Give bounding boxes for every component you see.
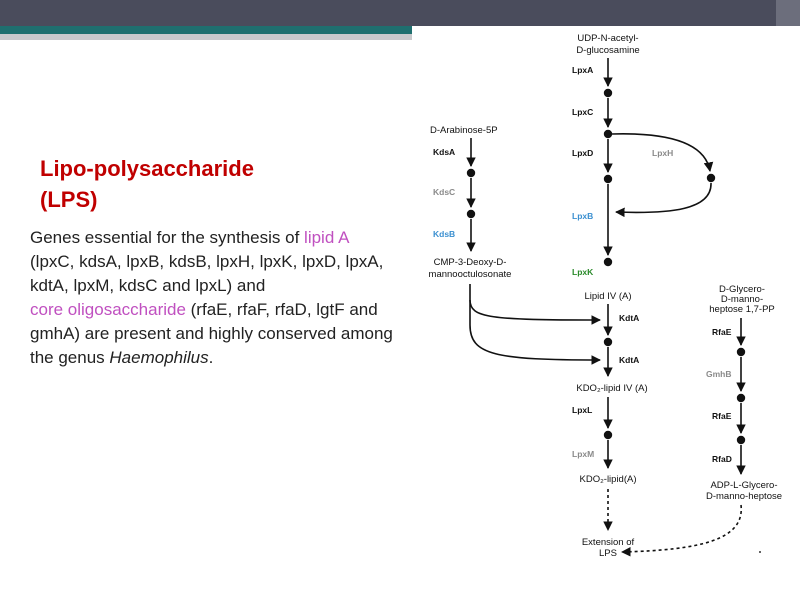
enzyme-lpxH: LpxH	[652, 148, 673, 158]
core-oligosaccharide-highlight: core oligosaccharide	[30, 300, 186, 319]
enzyme-lpxC: LpxC	[572, 107, 593, 117]
intermediate-dot	[603, 174, 613, 184]
adp-heptose-label-2: D-manno-heptose	[706, 491, 782, 502]
enzyme-gmhB: GmhB	[706, 369, 732, 379]
enzyme-lpxM: LpxM	[572, 449, 594, 459]
header-rule-shadow	[0, 34, 412, 40]
heptose-pp-label-1: D-Glycero-	[719, 284, 765, 295]
intermediate-dot	[603, 257, 613, 267]
adp-heptose-label-1: ADP-L-Glycero-	[710, 480, 777, 491]
kdo2-lipid-iv-label: KDO₂-lipid IV (A)	[576, 383, 647, 394]
slide-body: Genes essential for the synthesis of lip…	[30, 226, 400, 370]
enzyme-lpxK: LpxK	[572, 267, 594, 277]
body-text-3: (rfaE, rfaF, rfaD, lgtF and gmhA) are pr…	[30, 300, 393, 367]
intermediate-dot	[466, 168, 476, 178]
intermediate-dot	[603, 337, 613, 347]
title-line-1: Lipo-polysaccharide	[40, 156, 254, 181]
enzyme-rfaE-1: RfaE	[712, 327, 732, 337]
kdo-pathway: D-Arabinose-5P KdsA KdsC KdsB CMP-3-Deox…	[429, 125, 601, 365]
extension-label-1: Extension of	[582, 537, 635, 548]
slide-header-bar	[0, 0, 800, 26]
intermediate-dot	[706, 173, 716, 183]
intermediate-dot	[603, 129, 613, 139]
stray-dot	[759, 551, 761, 553]
heptose-pp-label-3: heptose 1,7-PP	[709, 304, 775, 315]
main-pathway: UDP-N-acetyl- D-glucosamine LpxA LpxC Lp…	[572, 33, 716, 559]
intermediate-dot	[603, 430, 613, 440]
enzyme-rfaE-2: RfaE	[712, 411, 732, 421]
arabinose-label: D-Arabinose-5P	[430, 125, 498, 136]
intermediate-dot	[466, 209, 476, 219]
body-text-1: Genes essential for the synthesis of	[30, 228, 305, 247]
udp-glcnac-label-2: D-glucosamine	[576, 45, 639, 56]
slide-title: Lipo-polysaccharide (LPS)	[40, 153, 340, 215]
heptose-pathway: D-Glycero- D-manno- heptose 1,7-PP RfaE …	[621, 284, 782, 557]
intermediate-dot	[736, 347, 746, 357]
enzyme-rfaD: RfaD	[712, 454, 732, 464]
enzyme-kdsC: KdsC	[433, 187, 455, 197]
intermediate-dot	[603, 88, 613, 98]
cmp-kdo-label-1: CMP-3-Deoxy-D-	[434, 257, 507, 268]
arrow-kdo-to-kdtA-2	[469, 300, 601, 365]
genus-name: Haemophilus	[109, 348, 209, 367]
intermediate-dot	[736, 393, 746, 403]
enzyme-kdsA: KdsA	[433, 147, 455, 157]
enzyme-lpxD: LpxD	[572, 148, 593, 158]
lipid-a-highlight: lipid A	[304, 228, 350, 247]
enzyme-lpxB: LpxB	[572, 211, 593, 221]
intermediate-dot	[736, 435, 746, 445]
arrow-kdo-to-kdtA-1	[469, 284, 601, 325]
enzyme-kdtA-1: KdtA	[619, 313, 639, 323]
header-rule	[0, 26, 412, 34]
enzyme-kdtA-2: KdtA	[619, 355, 639, 365]
body-text-end: .	[208, 348, 214, 367]
slide-header-accent	[776, 0, 800, 26]
body-text-2: (lpxC, kdsA, lpxB, kdsB, lpxH, lpxK, lpx…	[30, 252, 384, 295]
enzyme-lpxL: LpxL	[572, 405, 592, 415]
cmp-kdo-label-2: mannooctulosonate	[429, 269, 512, 280]
heptose-pp-label-2: D-manno-	[721, 294, 763, 305]
udp-glcnac-label-1: UDP-N-acetyl-	[577, 33, 638, 44]
arrow-heptose-to-extension	[621, 504, 742, 557]
arrow-lpxH	[611, 133, 714, 172]
kdo2-lipid-a-label: KDO₂-lipid(A)	[580, 474, 637, 485]
extension-label-2: LPS	[599, 548, 617, 559]
lipid-iv-label: Lipid IV (A)	[585, 291, 632, 302]
enzyme-lpxA: LpxA	[572, 65, 593, 75]
arrow-lpxB-merge	[615, 182, 712, 218]
title-line-2: (LPS)	[40, 187, 98, 212]
enzyme-kdsB: KdsB	[433, 229, 455, 239]
